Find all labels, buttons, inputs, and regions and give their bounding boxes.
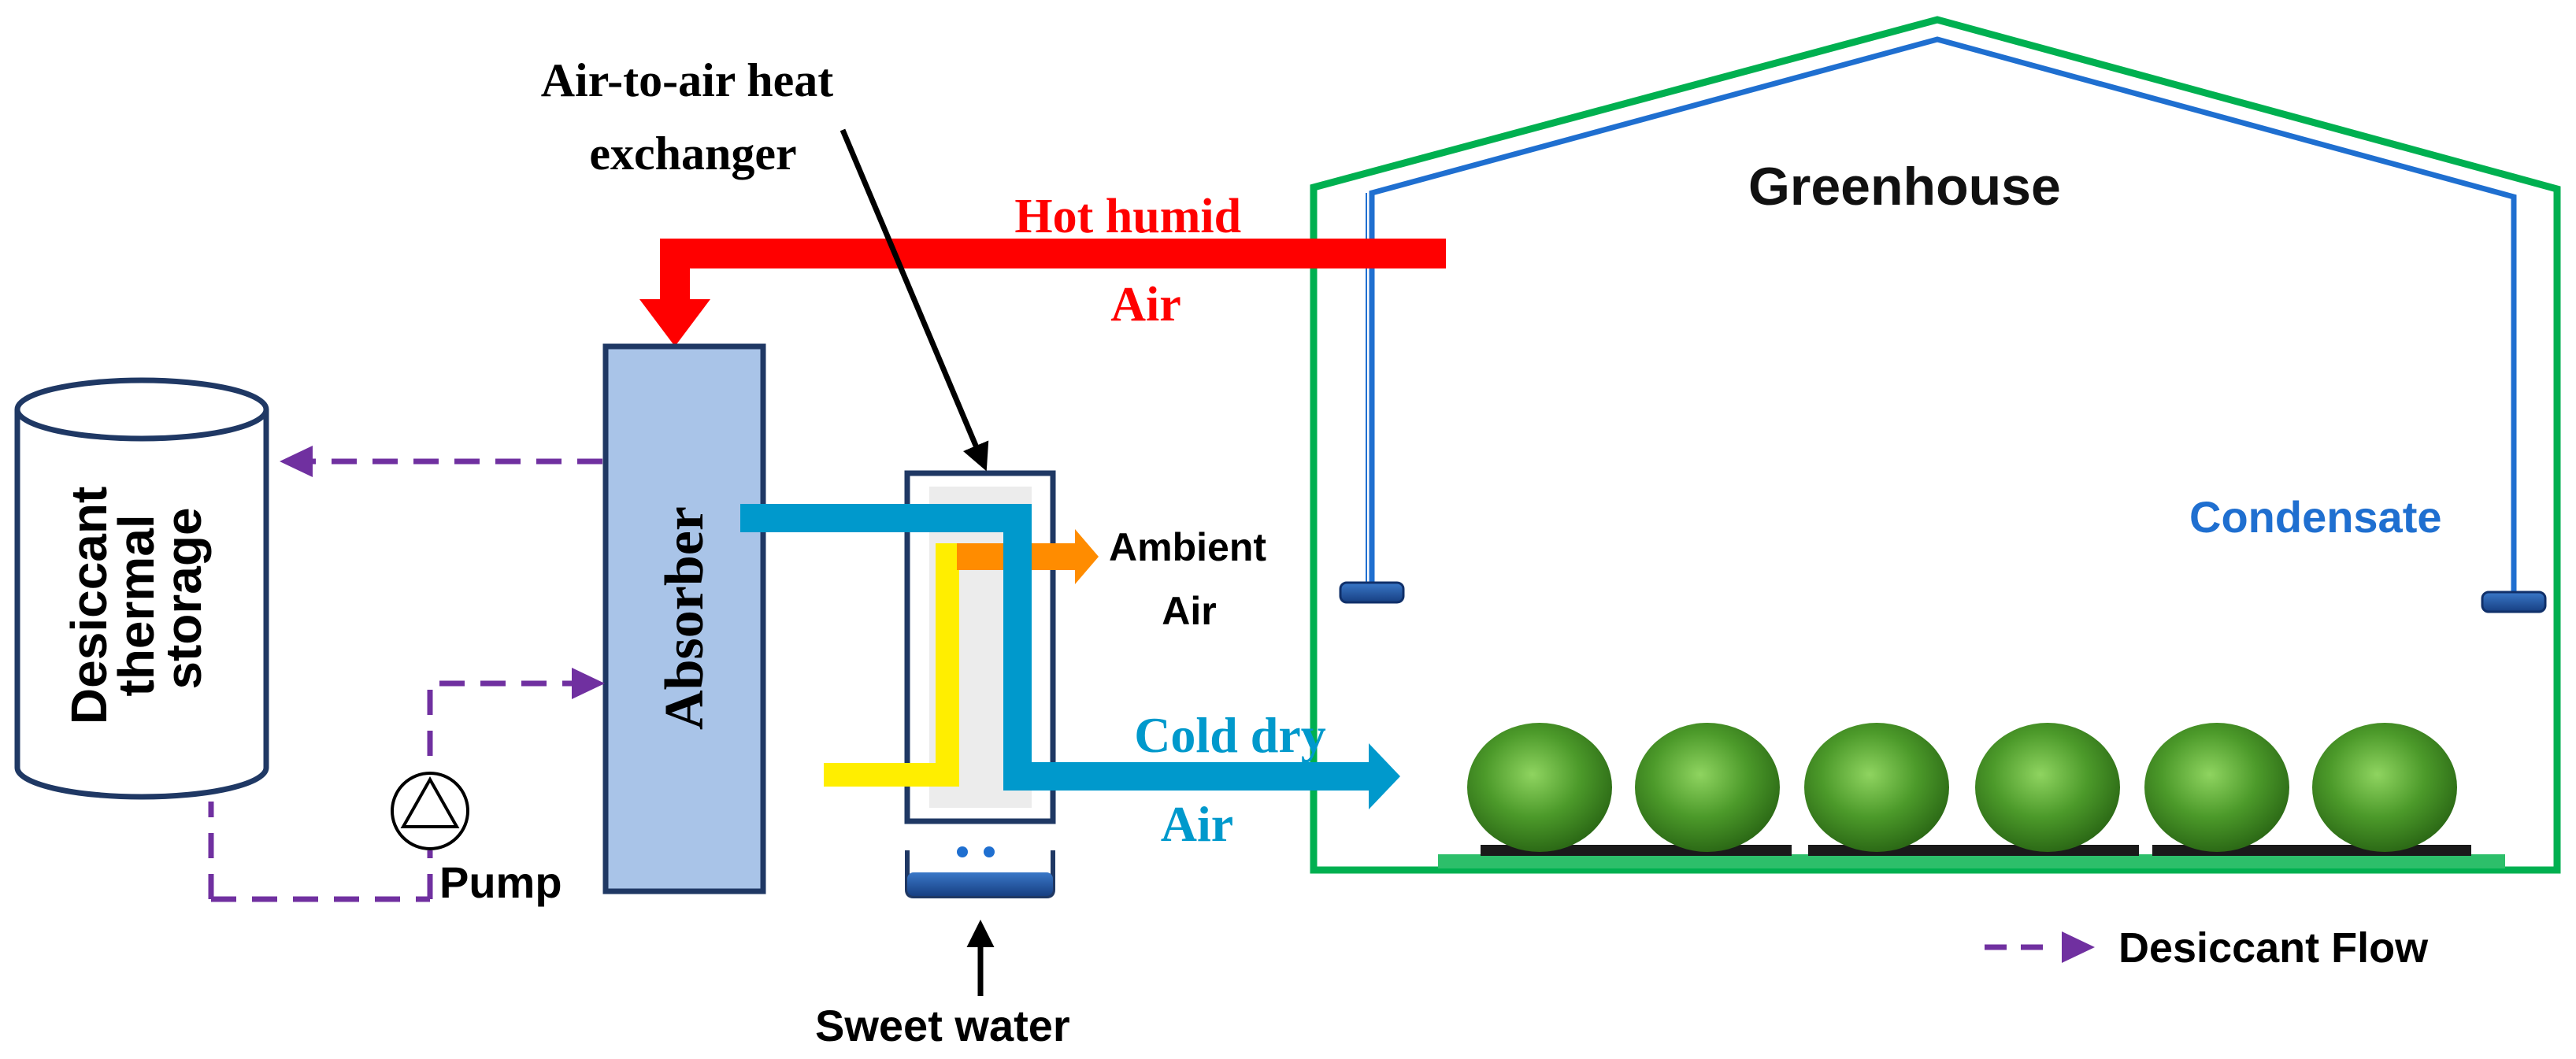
plant-icon — [1635, 723, 1780, 852]
sweet-water-tray — [905, 846, 1055, 898]
desiccant-arrowhead — [572, 668, 605, 699]
greenhouse-floor — [1438, 854, 2505, 868]
heat-exchanger-pointer — [840, 128, 989, 472]
pump-icon — [391, 772, 469, 850]
legend-desiccant-flow-label: Desiccant Flow — [2118, 924, 2429, 972]
condensate-tray-icon — [2481, 591, 2547, 613]
greenhouse-label: Greenhouse — [1748, 157, 2061, 217]
storage-label: Desiccant thermal storage — [61, 472, 212, 724]
desiccant-arrowhead — [280, 446, 313, 477]
cold-dry-air-label: Cold dry Air — [1134, 707, 1339, 852]
desiccant-flow-lines — [208, 458, 602, 902]
plant-icon — [1467, 723, 1612, 852]
pump-label: Pump — [439, 857, 562, 907]
ambient-air-label: Ambient Air — [1109, 525, 1277, 633]
legend-desiccant-flow — [1985, 931, 2095, 963]
plant-icon — [1804, 723, 1949, 852]
absorber-label: Absorber — [654, 506, 715, 730]
storage-tank — [14, 377, 269, 800]
hot-humid-air-label: Hot humid Air — [1014, 190, 1253, 331]
heat-exchanger-label: Air-to-air heat exchanger — [541, 54, 846, 180]
condensate-tray-icon — [1339, 581, 1405, 604]
greenhouse-frame — [1310, 16, 2561, 874]
sweet-water-label: Sweet water — [815, 1001, 1070, 1050]
condensate-collector-line — [1369, 36, 2517, 597]
hot-air-duct — [639, 239, 1446, 346]
plant-icon — [2312, 723, 2457, 852]
plant-icon — [2144, 723, 2289, 852]
absorber-box — [602, 343, 766, 894]
plant-icon — [1975, 723, 2120, 852]
condensate-label: Condensate — [2189, 492, 2442, 542]
cold-air-duct — [740, 504, 1400, 809]
